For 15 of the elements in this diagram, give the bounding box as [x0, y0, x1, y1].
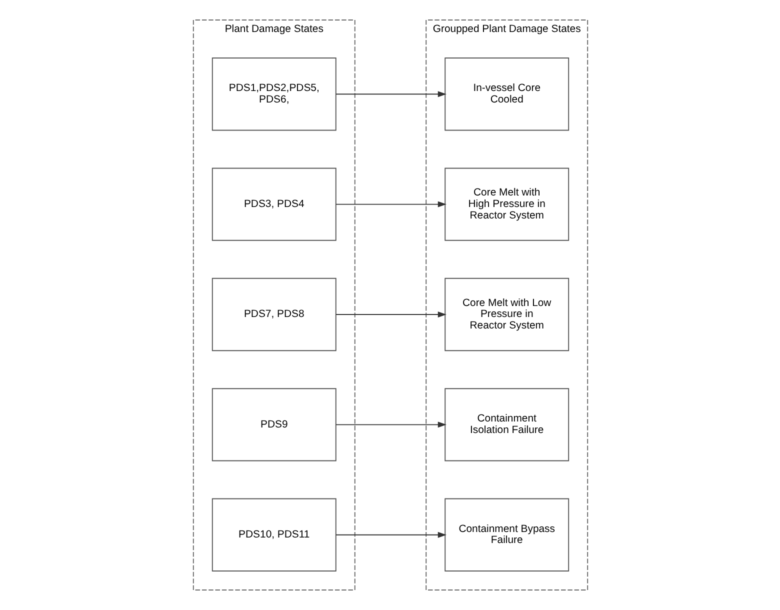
- node-box: PDS9: [211, 388, 336, 462]
- arrow: [335, 201, 446, 208]
- node-box: PDS3, PDS4: [211, 168, 336, 241]
- node-box: Containment Bypass Failure: [444, 498, 569, 572]
- node-box: PDS1,PDS2,PDS5, PDS6,: [211, 58, 336, 131]
- node-box: Containment Isolation Failure: [444, 388, 569, 462]
- node-box: Core Melt with High Pressure in Reactor System: [444, 168, 569, 241]
- arrow: [335, 91, 446, 98]
- node-box: PDS10, PDS11: [211, 498, 336, 572]
- arrow: [335, 532, 446, 538]
- arrow: [335, 422, 446, 428]
- node-box: Core Melt with Low Pressure in Reactor System: [444, 278, 569, 352]
- node-box: PDS7, PDS8: [211, 278, 336, 352]
- node-box: In-vessel Core Cooled: [444, 58, 569, 131]
- arrow: [335, 312, 446, 318]
